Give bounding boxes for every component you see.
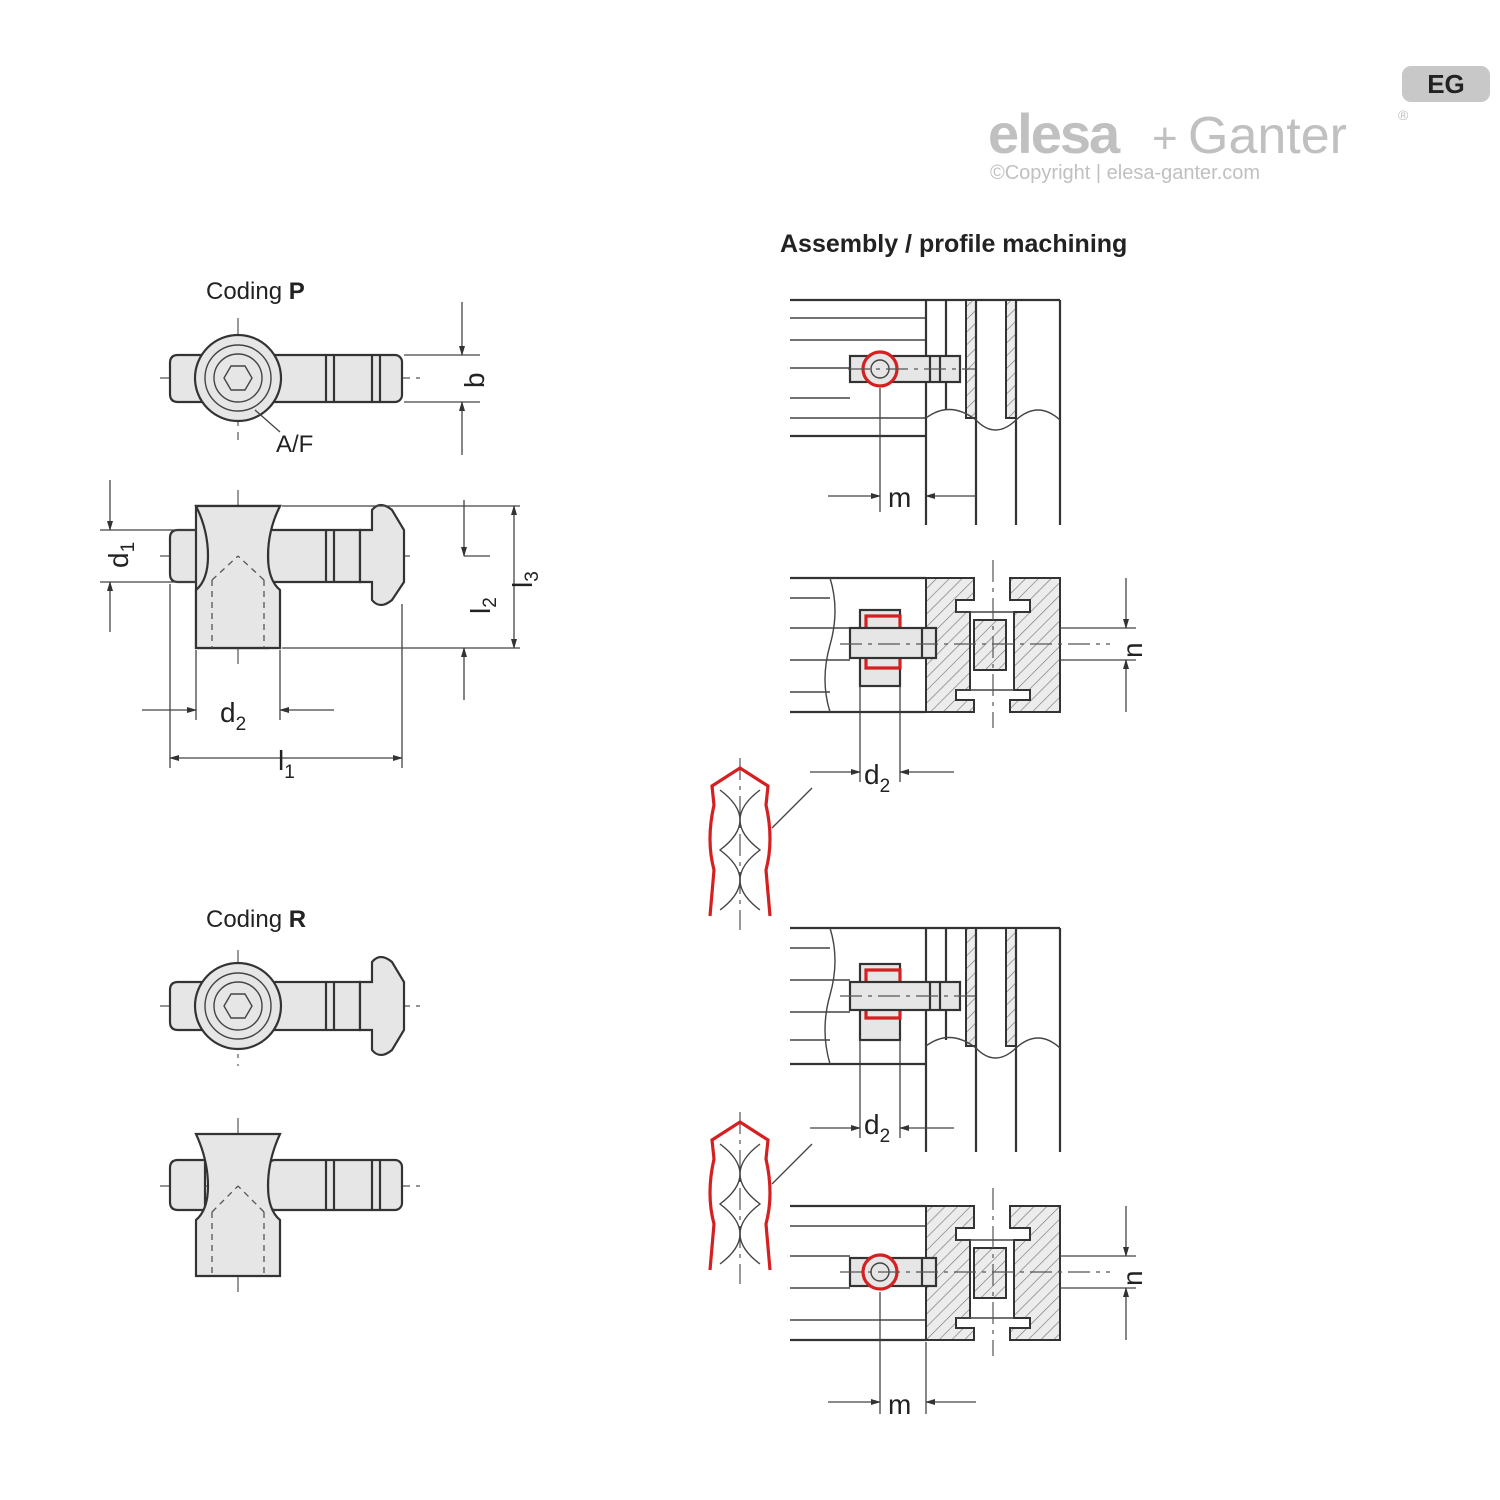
dim-d2-label-assembly-2: d2 (864, 1109, 890, 1147)
assembly-view-1 (790, 298, 1062, 525)
dim-n-label-2: n (1117, 1270, 1148, 1286)
brand-ganter: Ganter (1188, 107, 1347, 165)
coding-r-top-view (160, 950, 420, 1066)
dim-l2-label: l2 (465, 597, 501, 614)
dim-l2-l3 (282, 500, 520, 700)
brand-plus: + (1152, 114, 1178, 163)
assembly-title: Assembly / profile machining (780, 230, 1127, 258)
assembly-view-4 (790, 1188, 1136, 1414)
dim-m-label-1: m (888, 482, 911, 513)
dim-l1 (169, 584, 403, 768)
drill-bit-1 (708, 758, 813, 930)
dim-d1 (100, 480, 196, 632)
dim-d1-label: d1 (103, 542, 139, 568)
dim-n-label-1: n (1117, 642, 1148, 658)
dim-l1-label: l1 (278, 745, 295, 783)
brand-elesa: elesa (988, 102, 1121, 165)
coding-r-front-view (160, 1118, 420, 1292)
dim-b (404, 302, 480, 455)
dim-d2-left (142, 650, 334, 720)
dim-af-label: A/F (276, 431, 313, 458)
brand-logo: EG elesa + Ganter ® ©Copyright | elesa-g… (988, 66, 1490, 184)
dim-b-label: b (459, 372, 490, 388)
coding-p-heading: Coding P (206, 278, 305, 305)
drill-bit-2 (708, 1112, 813, 1284)
coding-p-front-view (160, 490, 410, 670)
coding-p-top-view (160, 318, 420, 440)
brand-copyright: ©Copyright | elesa-ganter.com (990, 162, 1260, 184)
dim-d2-label: d2 (220, 697, 246, 735)
dim-m-label-2: m (888, 1389, 911, 1420)
dim-d2-label-assembly-1: d2 (864, 759, 890, 797)
eg-badge-text: EG (1427, 69, 1465, 99)
assembly-view-2 (790, 560, 1136, 782)
eg-badge (1402, 66, 1490, 102)
coding-r-heading: Coding R (206, 906, 306, 933)
brand-registered: ® (1398, 107, 1409, 123)
dim-l3-label: l3 (507, 571, 543, 588)
assembly-view-3 (790, 926, 1062, 1152)
